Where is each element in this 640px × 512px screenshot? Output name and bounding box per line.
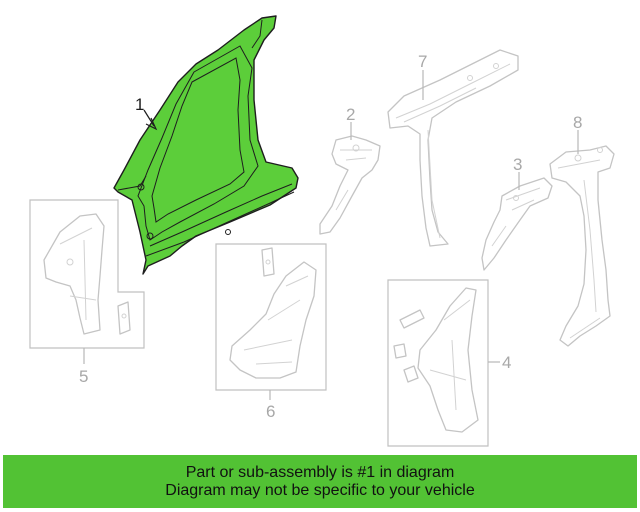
info-banner: Part or sub-assembly is #1 in diagram Di…: [3, 455, 637, 508]
part-2-pillar-reinforcement[interactable]: [319, 135, 381, 235]
leader-line-1: [143, 109, 155, 127]
part-4-assembly-box[interactable]: [387, 279, 489, 447]
callout-2: 2: [346, 105, 355, 124]
leader-arrow-1: [145, 117, 158, 131]
part-1-side-panel[interactable]: [113, 15, 299, 275]
callout-6: 6: [266, 402, 275, 421]
part-7-pillar-roof-section[interactable]: [387, 49, 519, 247]
callout-5: 5: [79, 367, 88, 386]
callout-3: 3: [513, 155, 522, 174]
part-8-center-pillar[interactable]: [549, 145, 615, 347]
part-3-hinge-pillar[interactable]: [481, 177, 553, 271]
part-6-assembly-box[interactable]: [215, 243, 327, 391]
callout-4: 4: [502, 353, 511, 372]
banner-line-2: Diagram may not be specific to your vehi…: [165, 481, 475, 499]
callout-8: 8: [573, 113, 582, 132]
banner-line-1: Part or sub-assembly is #1 in diagram: [185, 463, 455, 481]
part-5-assembly-box[interactable]: [29, 199, 145, 349]
callout-7: 7: [418, 52, 427, 71]
callout-1: 1: [135, 95, 144, 114]
parts-diagram: 1 2 3 4 5 6 7 8: [29, 15, 615, 447]
